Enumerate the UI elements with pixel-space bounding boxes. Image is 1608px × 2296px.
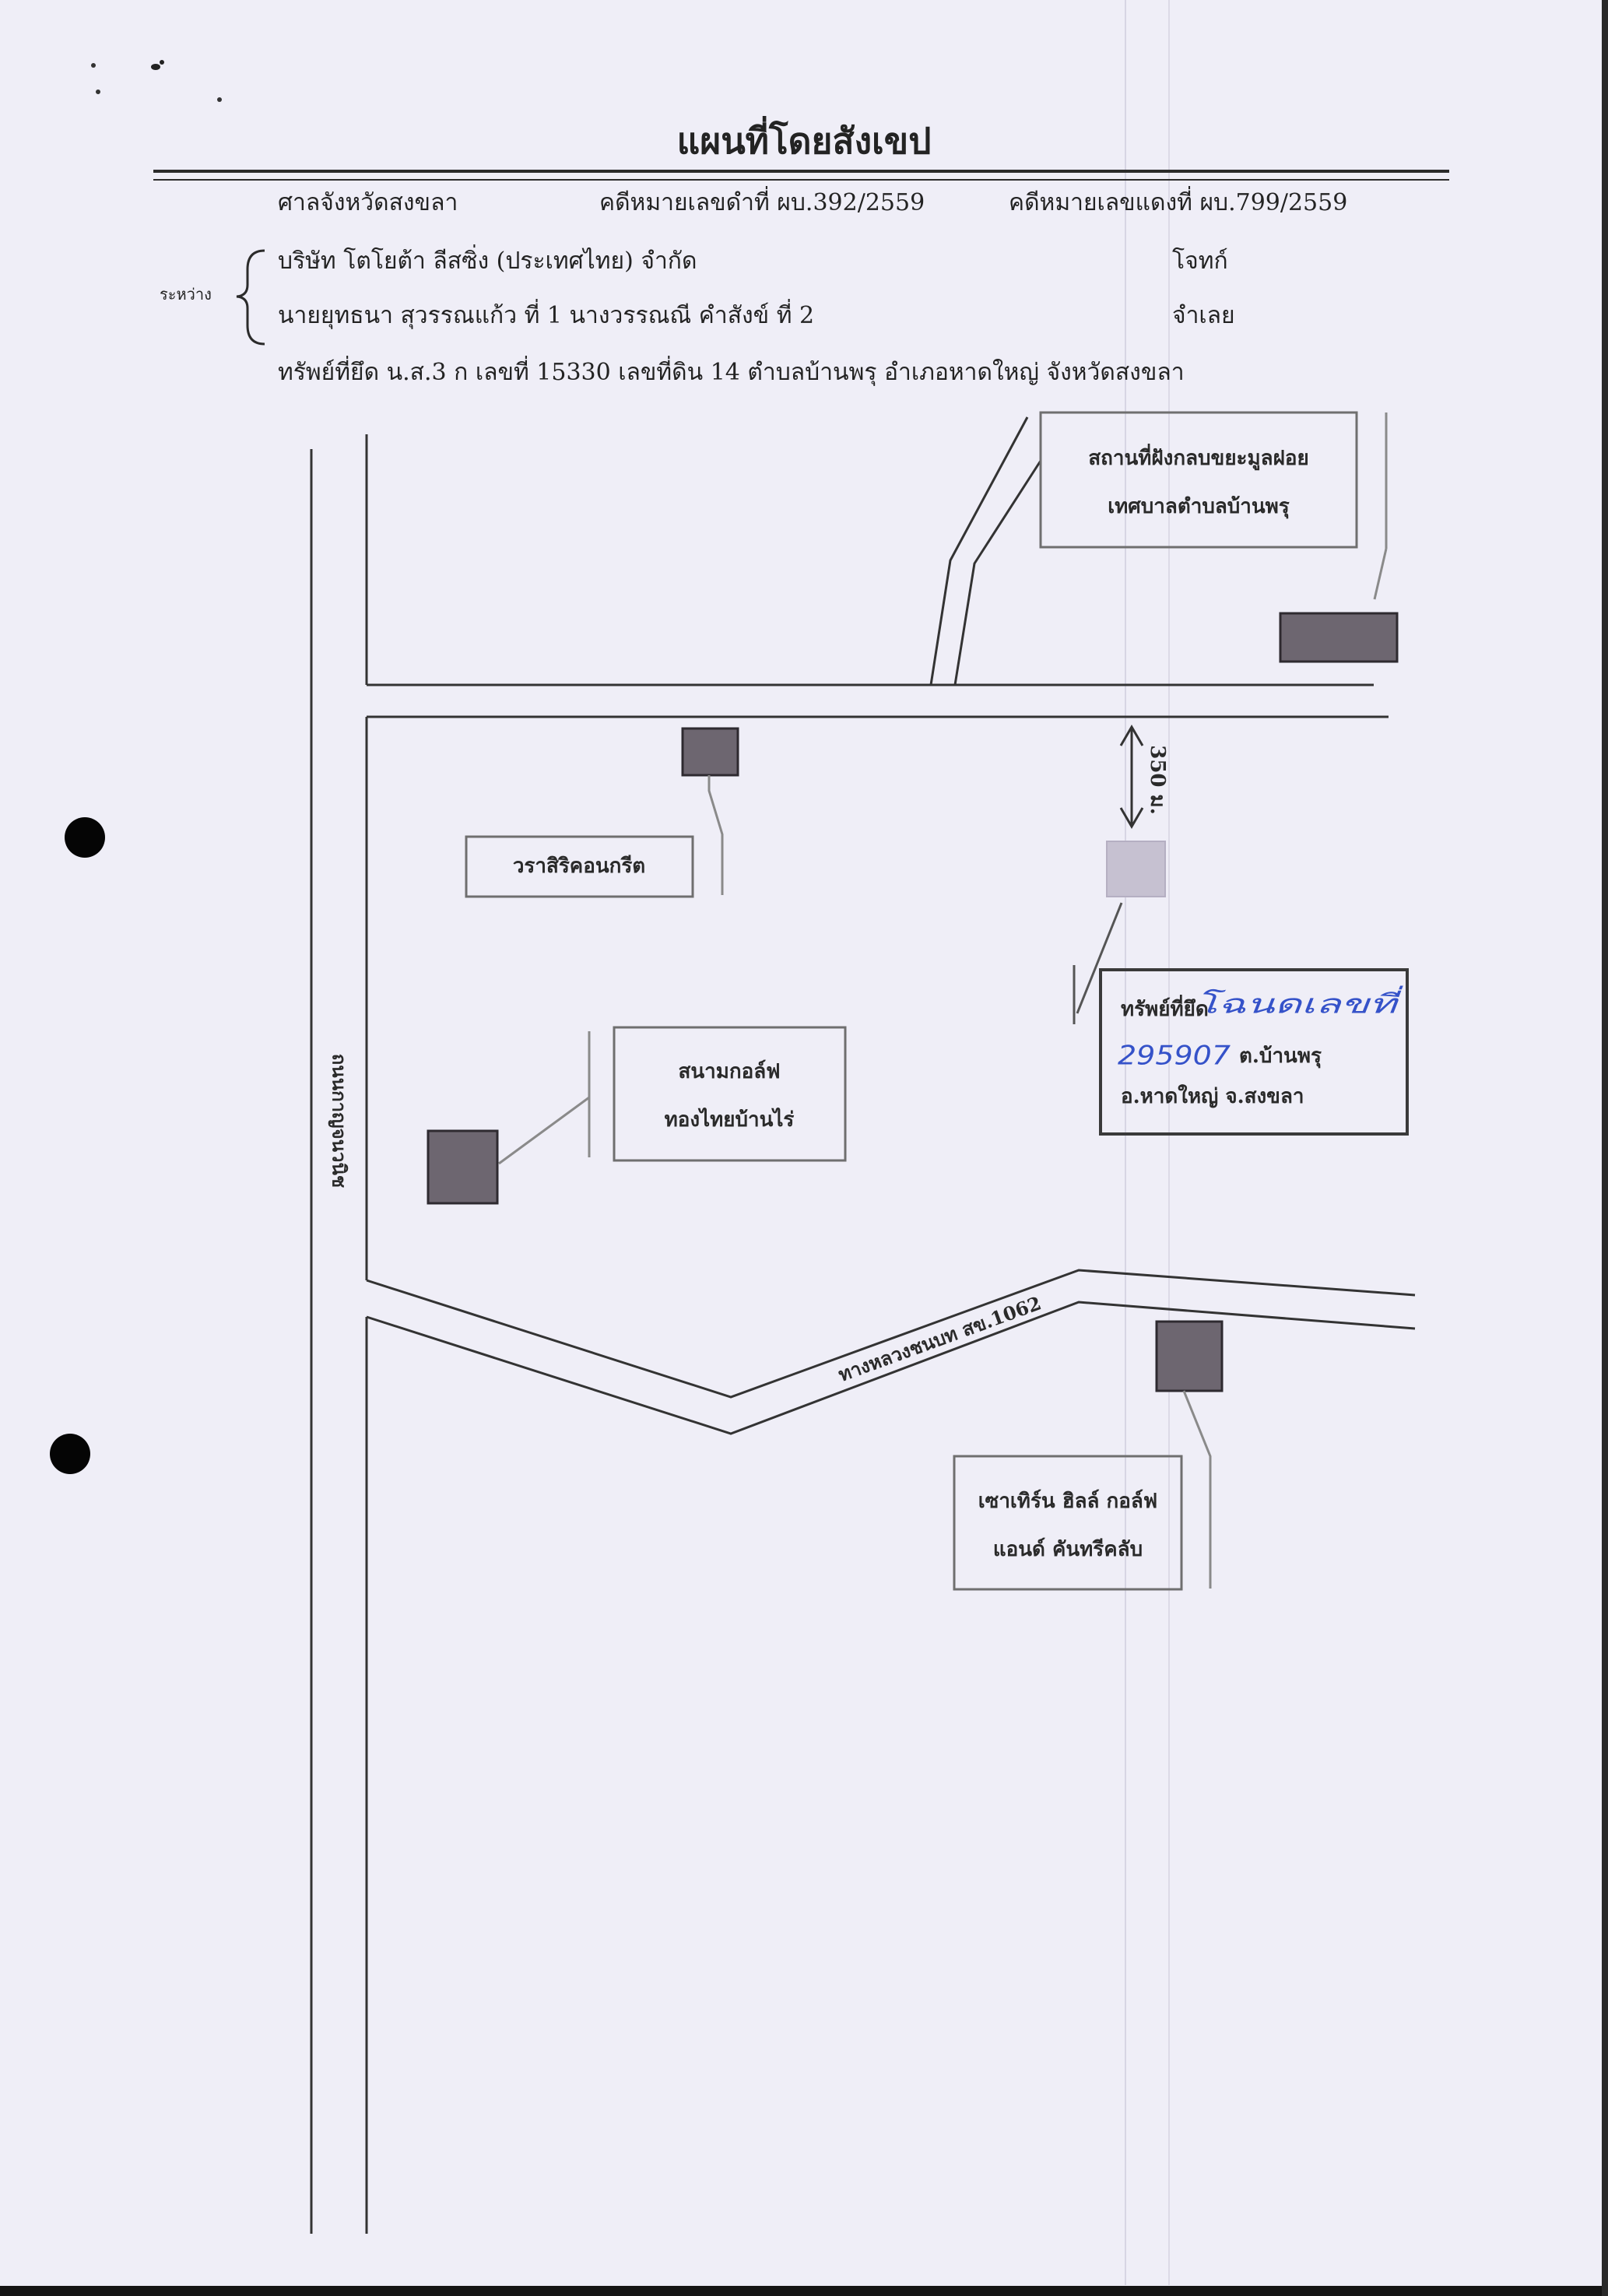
punch-hole <box>50 1434 90 1474</box>
court-name: ศาลจังหวัดสงขลา <box>278 189 458 216</box>
red-case-number: คดีหมายเลขแดงที่ ผบ.799/2559 <box>1009 189 1348 216</box>
road-edge-branch-west <box>929 416 1029 686</box>
scan-dot <box>96 90 100 94</box>
road-edge-highway-south <box>366 1301 1416 1435</box>
seized-subdistrict: ต.บ้านพรุ <box>1239 1044 1322 1069</box>
between-label: ระหว่าง <box>160 285 212 304</box>
landmark-label-landfill-line1: สถานที่ฝังกลบขยะมูลฝอย <box>1088 443 1308 471</box>
seized-label: ทรัพย์ที่ยึด <box>1121 994 1209 1021</box>
seized-district-province: อ.หาดใหญ่ จ.สงขลา <box>1121 1084 1304 1108</box>
leader-line-seized <box>1076 902 1123 1014</box>
scan-edge-bottom <box>0 2286 1608 2296</box>
defendant-role: จำเลย <box>1172 302 1235 329</box>
black-case-number: คดีหมายเลขดำที่ ผบ.392/2559 <box>599 189 925 216</box>
landmark-label-varasiri: วราสิริคอนกรีต <box>513 855 645 878</box>
landmark-label-golf-thongthai-line1: สนามกอล์ฟ <box>678 1059 780 1083</box>
scan-dot <box>151 64 160 70</box>
road-label-highway: ทางหลวงชนบท สข.1062 <box>835 1291 1044 1385</box>
landmark-label-landfill-line2: เทศบาลตำบลบ้านพรุ <box>1108 495 1290 519</box>
leader-line-southern-hills <box>1182 1390 1212 1589</box>
seized-property-box <box>1099 968 1409 1136</box>
handwritten-deed-number: 295907 <box>1118 1041 1231 1072</box>
building-golf-thongthai <box>427 1129 499 1205</box>
landmark-box-southern-hills <box>953 1455 1183 1591</box>
road-label-kanjanavanit: ถนนกาญจนวนิช <box>328 1054 351 1188</box>
landmark-box-varasiri <box>465 835 694 898</box>
leader-line-landfill <box>1373 548 1388 600</box>
page-title: แผนที่โดยสังเขป <box>676 120 932 162</box>
scan-dot <box>160 60 164 65</box>
leader-line-golf-thongthai <box>498 1096 590 1165</box>
distance-arrow-head-bottom <box>1119 807 1144 829</box>
landmark-label-southern-hills-line1: เซาเทิร์น ฮิลล์ กอล์ฟ <box>978 1489 1157 1513</box>
handwritten-deed-label: โฉนดเลขที่ <box>1195 986 1403 1020</box>
building-landfill <box>1279 612 1399 663</box>
building-varasiri <box>681 727 739 777</box>
seized-plot-marker <box>1106 841 1166 897</box>
landmark-label-southern-hills-line2: แอนด์ คันทรีคลับ <box>993 1537 1143 1561</box>
road-edge-branch-east <box>953 460 1042 686</box>
distance-label: 350 ม. <box>1146 745 1169 815</box>
scan-edge-right <box>1602 0 1608 2296</box>
plaintiff-name: บริษัท โตโยต้า ลีสซิ่ง (ประเทศไทย) จำกัด <box>278 248 697 275</box>
landmark-label-golf-thongthai-line2: ทองไทยบ้านไร่ <box>665 1107 795 1132</box>
defendant-names: นายยุทธนา สุวรรณแก้ว ที่ 1 นางวรรณณี คำส… <box>278 302 815 329</box>
landmark-box-landfill <box>1039 411 1358 549</box>
road-edge-highway-north <box>366 1269 1416 1399</box>
punch-hole <box>65 817 105 858</box>
landmark-box-golf-thongthai <box>613 1026 847 1162</box>
scan-dot <box>217 97 222 102</box>
scan-dot <box>91 63 96 68</box>
seized-property-description: ทรัพย์ที่ยึด น.ส.3 ก เลขที่ 15330 เลขที่… <box>278 359 1185 386</box>
leader-line-varasiri <box>707 775 724 895</box>
party-brace <box>236 249 265 346</box>
building-southern-hills <box>1155 1320 1224 1392</box>
distance-arrow-head-top <box>1119 725 1144 746</box>
plaintiff-role: โจทก์ <box>1172 248 1228 275</box>
